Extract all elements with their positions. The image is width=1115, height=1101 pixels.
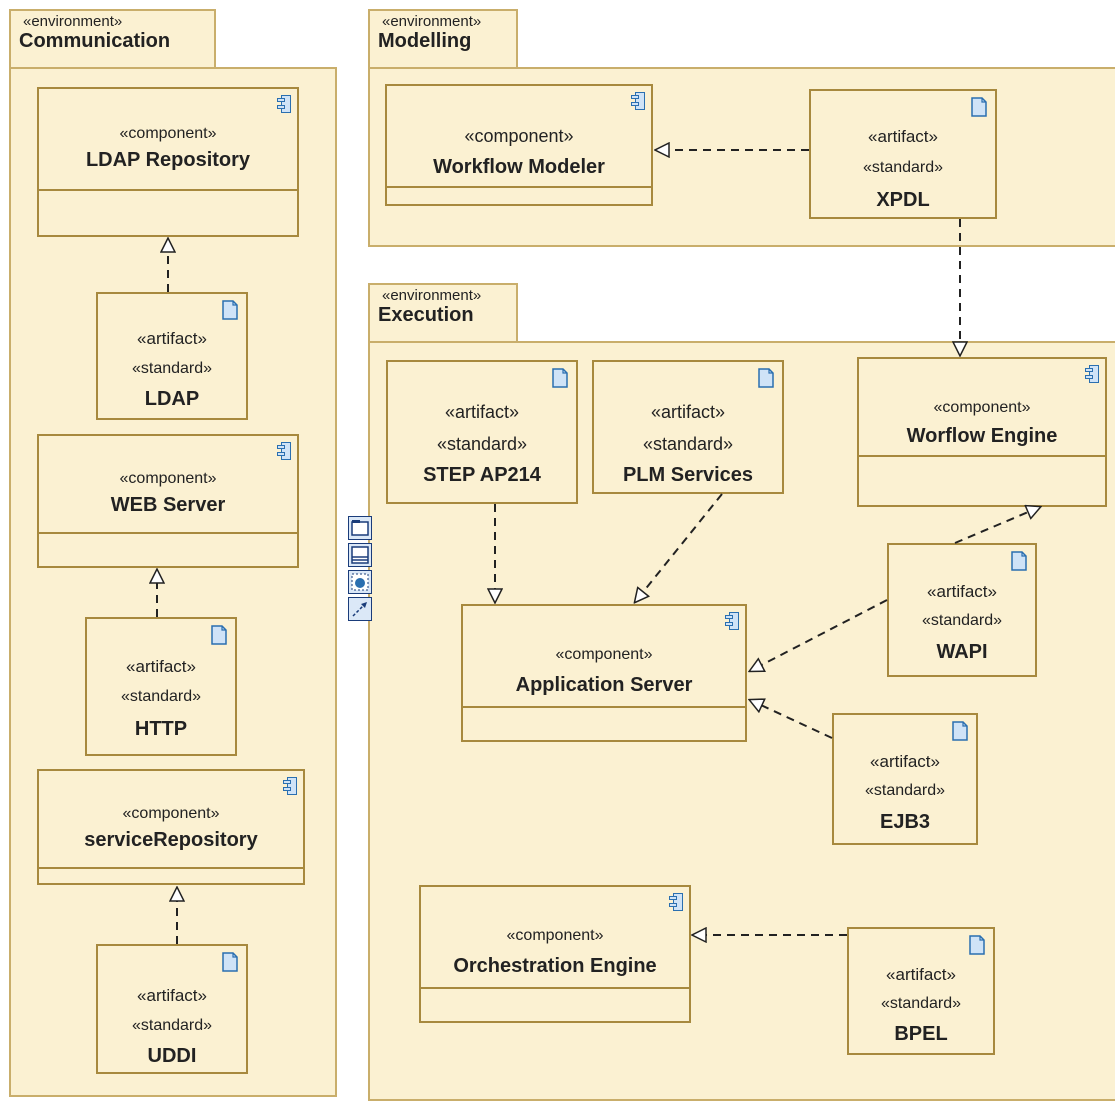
component-icon <box>669 893 683 911</box>
artifact-name: PLM Services <box>622 464 754 486</box>
component-application-server[interactable]: «component» Application Server <box>461 604 747 742</box>
artifact-ldap[interactable]: «artifact» «standard» LDAP <box>96 292 248 420</box>
component-name: Worflow Engine <box>906 425 1058 447</box>
artifact-wapi[interactable]: «artifact» «standard» WAPI <box>887 543 1037 677</box>
artifact-bpel[interactable]: «artifact» «standard» BPEL <box>847 927 995 1055</box>
component-stereotype: «component» <box>122 805 220 822</box>
artifact-stereotype: «artifact» <box>650 402 726 422</box>
artifact-standard: «standard» <box>642 434 734 454</box>
component-stereotype: «component» <box>119 125 217 142</box>
component-name: Orchestration Engine <box>453 955 657 977</box>
artifact-xpdl[interactable]: «artifact» «standard» XPDL <box>809 89 997 219</box>
artifact-name: WAPI <box>936 641 988 663</box>
artifact-standard: «standard» <box>131 1017 213 1034</box>
env-tab-modelling[interactable]: «environment» Modelling <box>368 9 518 69</box>
env-name: Execution <box>378 304 474 326</box>
component-stereotype: «component» <box>464 126 574 146</box>
component-icon <box>277 442 291 460</box>
component-name: LDAP Repository <box>85 149 251 171</box>
artifact-stereotype: «artifact» <box>868 127 938 146</box>
arrow-wapi-to-workflow-engine <box>954 507 1040 544</box>
artifact-name: LDAP <box>144 388 200 410</box>
component-service-repository[interactable]: «component» serviceRepository <box>37 769 305 885</box>
artifact-stereotype: «artifact» <box>927 582 997 601</box>
component-stereotype: «component» <box>933 399 1031 416</box>
artifact-name: UDDI <box>147 1045 197 1067</box>
artifact-stereotype: «artifact» <box>444 402 520 422</box>
component-stereotype: «component» <box>119 470 217 487</box>
artifact-standard: «standard» <box>862 159 944 176</box>
component-icon <box>631 92 645 110</box>
arrow-plm-to-application-server <box>635 493 723 602</box>
document-icon <box>222 952 238 972</box>
artifact-name: BPEL <box>894 1023 948 1045</box>
component-ldap-repository[interactable]: «component» LDAP Repository <box>37 87 299 237</box>
env-tab-communication[interactable]: «environment» Communication <box>9 9 216 69</box>
artifact-standard: «standard» <box>921 612 1003 629</box>
document-icon <box>971 97 987 117</box>
artifact-uddi[interactable]: «artifact» «standard» UDDI <box>96 944 248 1074</box>
artifact-stereotype: «artifact» <box>126 657 196 676</box>
component-icon <box>725 612 739 630</box>
component-icon <box>283 777 297 795</box>
env-name: Communication <box>19 30 171 52</box>
artifact-http[interactable]: «artifact» «standard» HTTP <box>85 617 237 756</box>
arrow-ejb3-to-application-server <box>750 700 833 739</box>
artifact-standard: «standard» <box>880 995 962 1012</box>
env-stereotype: «environment» <box>382 287 482 304</box>
document-icon <box>758 368 774 388</box>
component-orchestration-engine[interactable]: «component» Orchestration Engine <box>419 885 691 1023</box>
interface-tool-icon[interactable] <box>348 570 372 594</box>
component-name: Application Server <box>515 674 693 696</box>
artifact-standard: «standard» <box>131 360 213 377</box>
component-stereotype: «component» <box>555 646 653 663</box>
artifact-standard: «standard» <box>864 782 946 799</box>
artifact-stereotype: «artifact» <box>886 965 956 984</box>
artifact-plm-services[interactable]: «artifact» «standard» PLM Services <box>592 360 784 494</box>
document-icon <box>1011 551 1027 571</box>
artifact-standard: «standard» <box>436 434 528 454</box>
document-icon <box>952 721 968 741</box>
env-stereotype: «environment» <box>382 13 482 30</box>
component-workflow-engine[interactable]: «component» Worflow Engine <box>857 357 1107 507</box>
component-icon <box>1085 365 1099 383</box>
artifact-stereotype: «artifact» <box>870 752 940 771</box>
env-tab-execution[interactable]: «environment» Execution <box>368 283 518 343</box>
document-icon <box>969 935 985 955</box>
component-name: Workflow Modeler <box>433 156 605 178</box>
artifact-ejb3[interactable]: «artifact» «standard» EJB3 <box>832 713 978 845</box>
component-name: serviceRepository <box>84 829 258 851</box>
artifact-name: HTTP <box>134 718 188 740</box>
class-tool-icon[interactable] <box>348 543 372 567</box>
artifact-name: EJB3 <box>879 811 931 833</box>
document-icon <box>222 300 238 320</box>
artifact-standard: «standard» <box>120 688 202 705</box>
env-name: Modelling <box>378 30 472 52</box>
artifact-stereotype: «artifact» <box>137 329 207 348</box>
artifact-step-ap214[interactable]: «artifact» «standard» STEP AP214 <box>386 360 578 504</box>
package-tool-icon[interactable] <box>348 516 372 540</box>
artifact-stereotype: «artifact» <box>137 986 207 1005</box>
artifact-name: XPDL <box>876 189 930 211</box>
env-stereotype: «environment» <box>23 13 123 30</box>
document-icon <box>552 368 568 388</box>
dependency-tool-icon[interactable] <box>348 597 372 621</box>
arrow-wapi-to-application-server <box>750 599 888 671</box>
component-stereotype: «component» <box>506 927 604 944</box>
component-web-server[interactable]: «component» WEB Server <box>37 434 299 568</box>
component-name: WEB Server <box>110 494 226 516</box>
document-icon <box>211 625 227 645</box>
artifact-name: STEP AP214 <box>423 464 541 486</box>
component-icon <box>277 95 291 113</box>
component-workflow-modeler[interactable]: «component» Workflow Modeler <box>385 84 653 206</box>
